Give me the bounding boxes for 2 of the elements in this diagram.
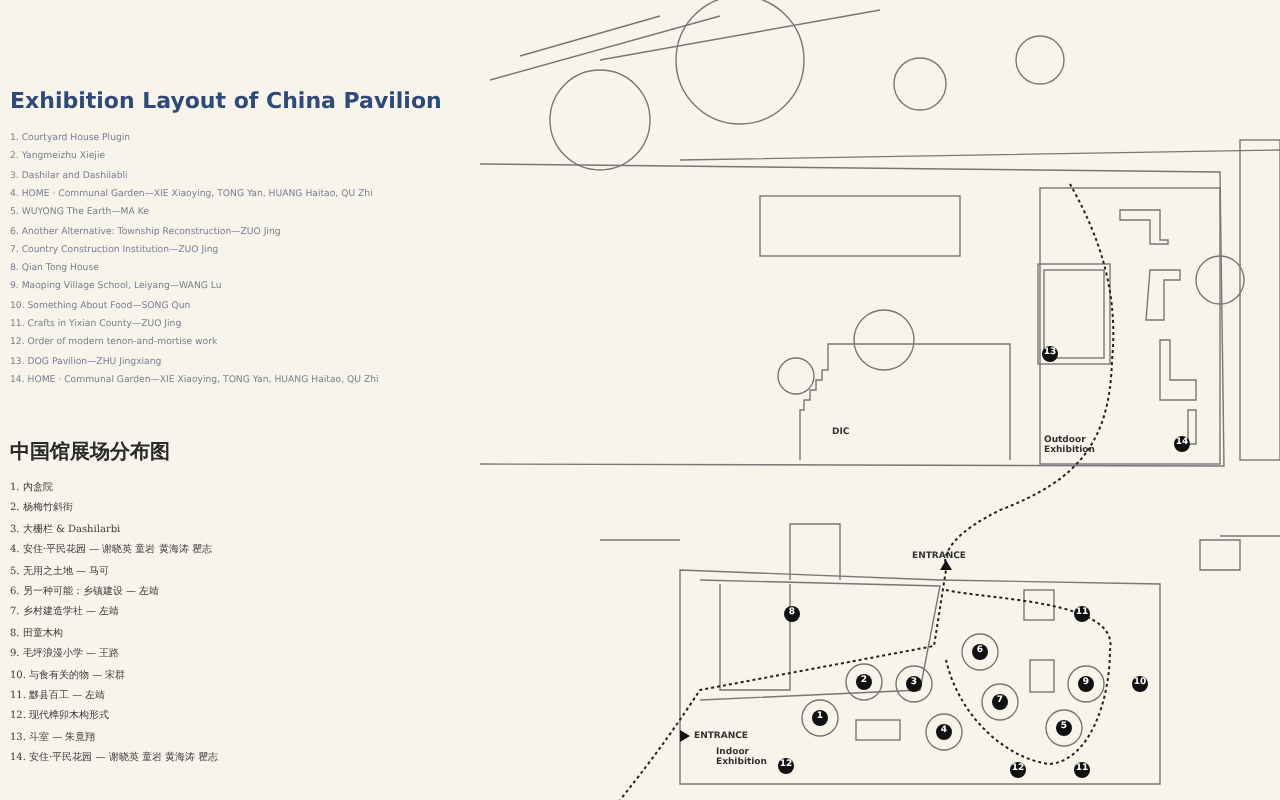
title: Exhibition Layout of China Pavilion <box>10 88 442 114</box>
subtitle: 中国馆展场分布图 <box>10 439 170 466</box>
